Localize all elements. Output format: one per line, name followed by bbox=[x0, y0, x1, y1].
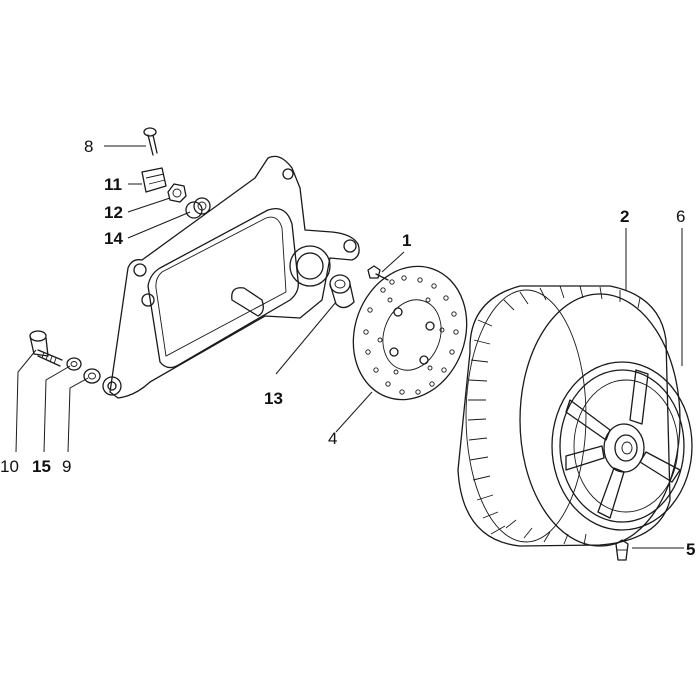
label-part-15: 15 bbox=[32, 457, 51, 476]
disc-screw bbox=[367, 265, 389, 281]
tire-valve bbox=[615, 539, 629, 561]
label-part-1: 1 bbox=[402, 231, 411, 250]
leader-lines bbox=[15, 145, 684, 549]
label-part-8: 8 bbox=[84, 137, 93, 156]
washer-large bbox=[83, 368, 101, 384]
label-part-2: 2 bbox=[620, 207, 629, 226]
swingarm-bracket bbox=[102, 155, 360, 399]
label-part-5: 5 bbox=[686, 540, 695, 559]
label-part-13: 13 bbox=[264, 389, 283, 408]
wheel-rim bbox=[551, 361, 693, 531]
label-part-14: 14 bbox=[104, 229, 123, 248]
castle-nut bbox=[141, 167, 167, 193]
label-part-10: 10 bbox=[0, 457, 19, 476]
axle-bushing bbox=[329, 274, 355, 309]
label-part-12: 12 bbox=[104, 203, 123, 222]
washer-small bbox=[66, 357, 82, 371]
part-labels: 8 11 12 14 10 15 9 13 1 4 2 6 5 bbox=[0, 137, 695, 559]
cotter-pin bbox=[143, 127, 158, 156]
label-part-11: 11 bbox=[104, 175, 122, 194]
hex-nut bbox=[167, 183, 187, 203]
spacer-bushing bbox=[185, 197, 211, 219]
disc-holes bbox=[363, 275, 459, 395]
bolt bbox=[29, 330, 63, 367]
tire-tread bbox=[467, 285, 641, 546]
label-part-4: 4 bbox=[328, 429, 337, 448]
brake-disc bbox=[352, 265, 468, 401]
label-part-6: 6 bbox=[676, 207, 685, 226]
label-part-9: 9 bbox=[62, 457, 71, 476]
